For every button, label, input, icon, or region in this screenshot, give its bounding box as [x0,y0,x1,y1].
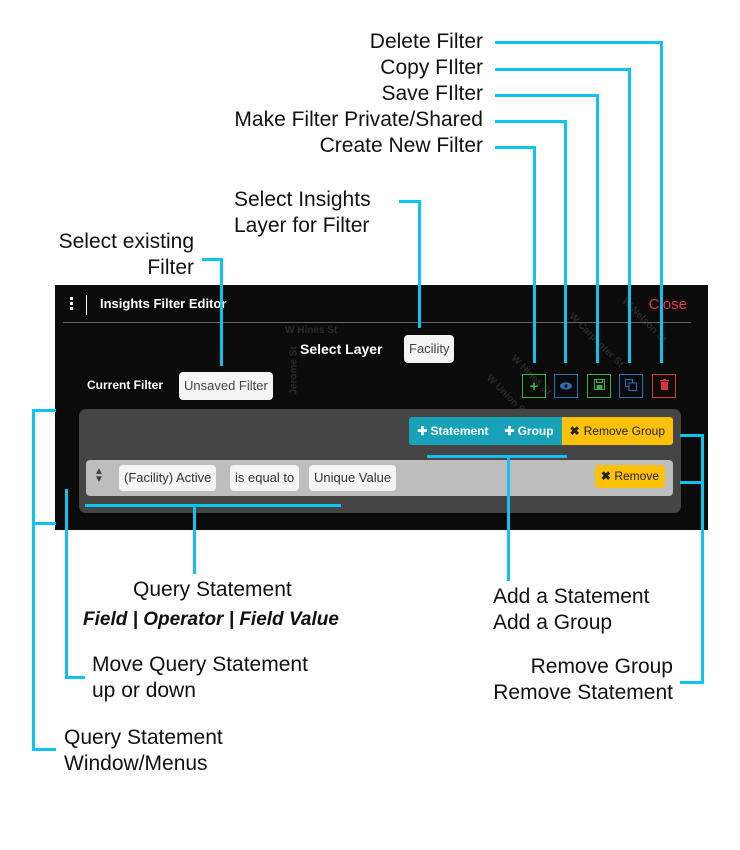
query-group: ✚ Statement ✚ Group ✖ Remove Group ▲▼ (F… [79,409,681,513]
copy-filter-button[interactable] [619,374,643,398]
remove-group-label: Remove Group [583,424,665,438]
callout-line-save [596,94,599,363]
header-divider [86,295,87,315]
callout-line-remove [680,681,704,684]
annotation-add-statement: Add a Statement [493,585,650,608]
annotation-remove-statement: Remove Statement [493,681,673,704]
private-shared-button[interactable] [554,374,578,398]
delete-filter-button[interactable] [652,374,676,398]
annotation-query-statement: Query Statement [133,578,292,601]
eye-icon [560,379,572,393]
save-icon [593,379,605,393]
annotation-create-filter: Create New Filter [319,134,483,157]
panel-header: Insights Filter Editor Close [55,285,708,323]
annotation-move-line2: up or down [92,679,196,702]
field-select[interactable]: (Facility) Active [119,465,217,491]
annotation-copy-filter: Copy FIlter [380,56,483,79]
annotation-remove-group: Remove Group [530,655,673,678]
add-group-label: Group [517,424,554,438]
callout-line-window [32,748,56,751]
callout-line-query [193,504,196,574]
query-statement-row: ▲▼ (Facility) Active is equal to Unique … [86,460,673,496]
move-handle-icon[interactable]: ▲▼ [94,466,104,485]
callout-line-copy [495,68,631,71]
add-group-button[interactable]: ✚ Group [496,417,562,445]
filter-editor-panel: W Hines St Jerome St W Carpenter St W Hi… [55,285,708,530]
annotation-select-layer-line1: Select Insights [234,188,371,211]
plus-icon: + [529,377,539,395]
callout-line-save [495,94,599,97]
map-street-label: Jerome St [288,346,300,395]
callout-line-layer [399,200,421,203]
panel-title: Insights Filter Editor [100,296,227,311]
callout-line-delete [660,41,663,363]
callout-line-window [32,409,35,751]
annotation-window-line2: Window/Menus [64,752,208,775]
callout-line-remove [680,481,704,484]
annotation-delete-filter: Delete Filter [369,30,483,53]
annotation-save-filter: Save FIlter [381,82,483,105]
callout-line-create [533,146,536,363]
callout-line-create [495,146,536,149]
layer-select[interactable]: Facility [404,335,455,363]
callout-line-copy [628,68,631,363]
annotation-private-shared: Make Filter Private/Shared [234,108,483,131]
operator-select[interactable]: is equal to [230,465,300,491]
annotation-select-existing-line1: Select existing [58,230,194,253]
callout-line-existing [220,258,223,366]
map-street-label: W Hines St [285,325,338,336]
group-actions: ✚ Statement ✚ Group ✖ Remove Group [409,417,673,445]
callout-line-existing [202,258,223,261]
callout-line-remove [680,434,704,437]
annotation-move-line1: Move Query Statement [92,653,308,676]
annotation-select-existing-line2: Filter [147,256,194,279]
close-button[interactable]: Close [648,296,687,313]
current-filter-label: Current Filter [87,378,164,392]
callout-line-remove [701,434,704,684]
annotation-window-line1: Query Statement [64,726,223,749]
callout-line-delete [495,41,663,44]
menu-icon[interactable] [70,297,74,311]
annotation-query-parts: Field | Operator | Field Value [83,609,339,630]
callout-line-add [427,455,567,458]
callout-line-window [32,409,56,412]
annotation-select-layer-line2: Layer for Filter [234,214,370,237]
callout-line-move [65,489,68,679]
callout-line-layer [418,200,421,328]
callout-line-window [32,522,56,525]
add-statement-button[interactable]: ✚ Statement [409,417,497,445]
plus-icon: ✚ [504,424,515,438]
remove-statement-label: Remove [614,469,659,483]
callout-line-private [564,120,567,363]
copy-icon [625,378,637,394]
close-icon: ✖ [600,469,611,483]
trash-icon [659,379,669,393]
current-filter-select[interactable]: Unsaved Filter [179,372,273,400]
create-filter-button[interactable]: + [522,374,546,398]
callout-line-add [507,455,510,581]
select-layer-label: Select Layer [300,341,383,357]
callout-line-private [495,120,567,123]
header-rule [63,322,691,323]
remove-group-button[interactable]: ✖ Remove Group [561,417,673,445]
callout-line-move [65,676,85,679]
field-value-select[interactable]: Unique Value [309,465,397,491]
remove-statement-button[interactable]: ✖ Remove [594,465,665,488]
annotation-add-group: Add a Group [493,611,613,634]
save-filter-button[interactable] [587,374,611,398]
add-statement-label: Statement [430,424,489,438]
plus-icon: ✚ [417,424,428,438]
callout-line-query [85,504,341,507]
close-icon: ✖ [569,424,580,438]
